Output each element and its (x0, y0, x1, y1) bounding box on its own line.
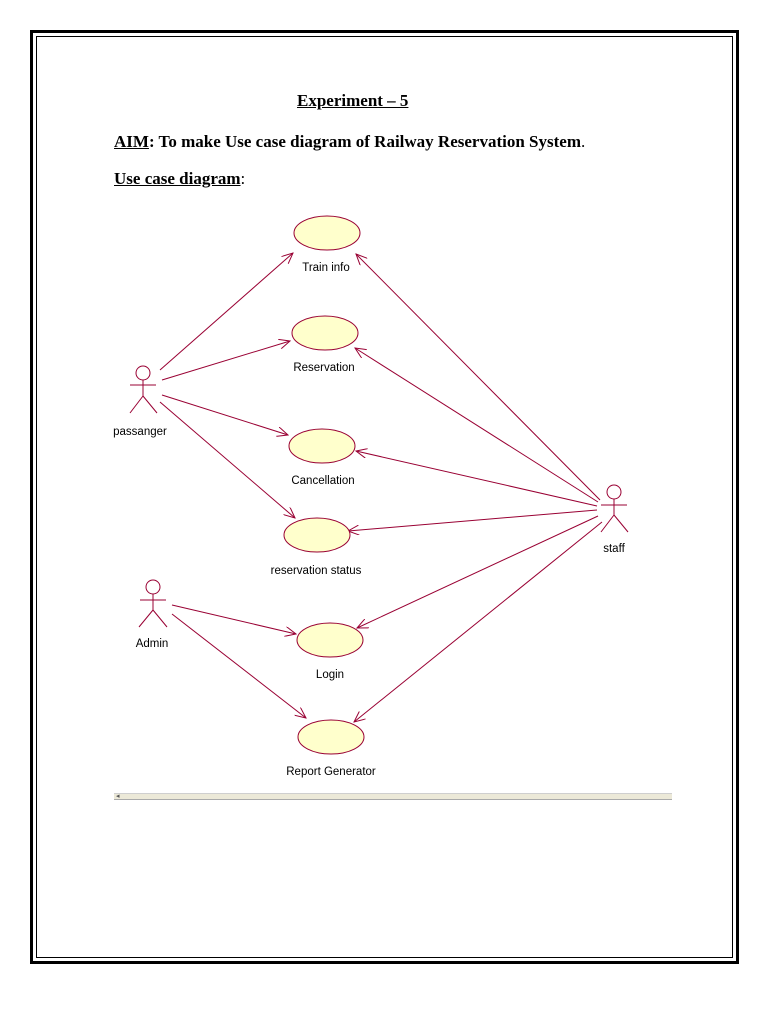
assoc-staff-login (357, 515, 599, 628)
associations (159, 253, 603, 722)
assoc-passenger-train-info (159, 253, 293, 371)
use-case-reservation-status (283, 517, 351, 553)
assoc-passenger-cancellation (161, 394, 288, 435)
assoc-staff-cancellation (356, 451, 598, 507)
assoc-admin-report-generator (171, 613, 306, 718)
label-report-generator: Report Generator (286, 766, 376, 778)
aim-label: AIM (114, 132, 149, 151)
use-case-cancellation (288, 428, 356, 464)
actor-admin (138, 579, 168, 628)
assoc-staff-report-generator (354, 521, 603, 722)
experiment-title: Experiment – 5 (297, 91, 409, 110)
actor-staff (600, 484, 629, 533)
scroll-left-arrow-icon[interactable]: ◂ (116, 792, 120, 800)
use-case-heading: Use case diagram: (114, 169, 245, 189)
use-case-train-info (293, 215, 361, 251)
aim-text: : To make Use case diagram of Railway Re… (148, 132, 581, 151)
label-reservation: Reservation (293, 362, 354, 374)
actor-label-staff: staff (603, 543, 625, 555)
use-case-heading-label: Use case diagram (114, 169, 241, 188)
actor-passenger (129, 365, 158, 414)
assoc-passenger-reservation (161, 341, 290, 381)
use-case-login (296, 622, 364, 658)
horizontal-scrollbar[interactable] (114, 793, 672, 800)
assoc-staff-reservation (355, 348, 599, 503)
label-cancellation: Cancellation (291, 475, 354, 487)
label-reservation-status: reservation status (271, 565, 362, 577)
assoc-staff-reservation-status (348, 509, 598, 531)
assoc-passenger-reservation-status (159, 401, 295, 518)
passenger-head (135, 365, 151, 381)
page-border-outer (30, 30, 739, 964)
use-case-report-generator (297, 719, 365, 755)
use-case-reservation (291, 315, 359, 351)
assoc-staff-train-info (356, 254, 601, 501)
admin-head (145, 579, 161, 595)
use-case-heading-end: : (240, 169, 246, 188)
page-border-inner (36, 36, 733, 958)
label-train-info: Train info (302, 262, 350, 274)
aim-end: . (581, 132, 586, 151)
actor-label-passenger: passanger (113, 426, 167, 438)
assoc-admin-login (171, 604, 296, 634)
aim-line: AIM: To make Use case diagram of Railway… (114, 132, 585, 152)
staff-head (606, 484, 622, 500)
label-login: Login (316, 669, 344, 681)
actor-label-admin: Admin (136, 638, 169, 650)
